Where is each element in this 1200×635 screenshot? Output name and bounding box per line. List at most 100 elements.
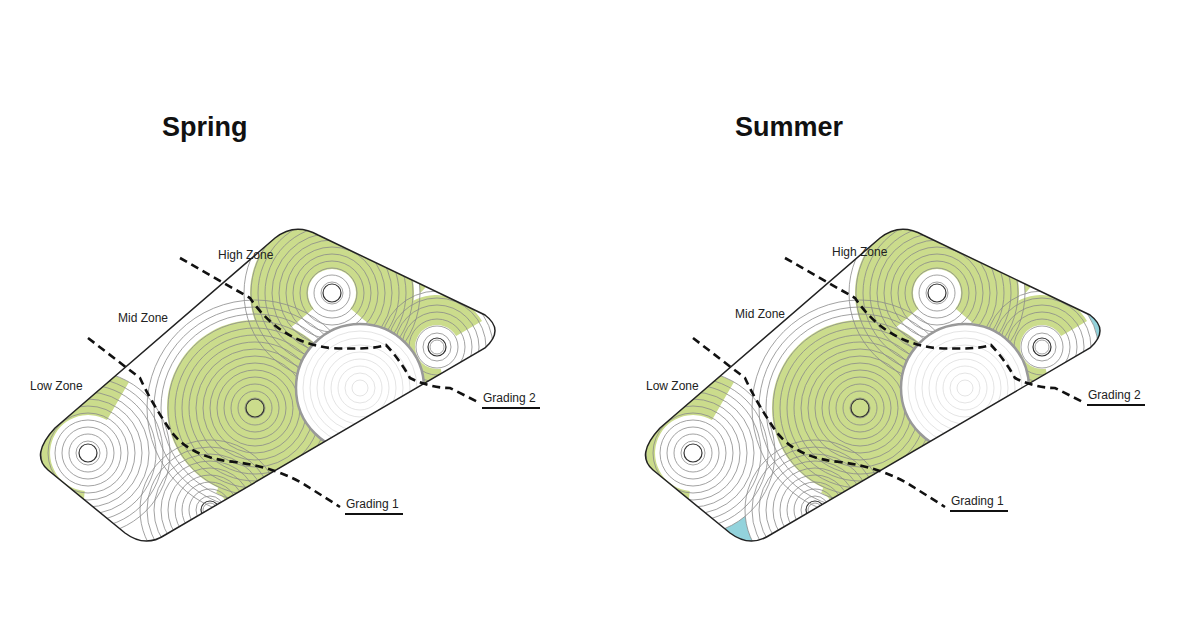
contour-peak — [246, 399, 264, 417]
contour-line — [929, 352, 1001, 424]
contour-line — [310, 338, 410, 438]
contour-line — [843, 391, 877, 425]
contour-line — [915, 338, 1015, 438]
contour-line — [217, 370, 293, 446]
contour-line — [293, 254, 371, 332]
contour-peak — [79, 444, 97, 462]
contour-line — [224, 377, 286, 439]
grading-label: Grading 1 — [950, 494, 1008, 512]
contour-line — [950, 373, 980, 403]
grading-label: Grading 2 — [482, 391, 540, 409]
contour-line — [210, 363, 300, 453]
contour-line — [231, 384, 279, 432]
contour-line — [822, 370, 898, 446]
contour-line — [1028, 333, 1056, 361]
contour-line — [674, 434, 712, 472]
grading-line — [693, 338, 945, 507]
contour-line — [801, 349, 919, 467]
contour-line — [6, 371, 170, 535]
contour-line — [794, 489, 836, 531]
panel-outline — [645, 229, 1100, 541]
plaza-circle — [901, 324, 1029, 452]
contour-line — [27, 392, 149, 514]
contour-line — [850, 398, 870, 418]
zone-label: Low Zone — [646, 379, 699, 393]
contour-line — [912, 268, 962, 318]
contour-line — [161, 461, 259, 559]
contour-line — [69, 434, 107, 472]
contour-line — [1035, 340, 1049, 354]
contour-line — [423, 333, 451, 361]
contour-line — [773, 468, 857, 552]
contour-line — [908, 331, 1022, 445]
contour-line — [317, 345, 403, 431]
contour-line — [303, 331, 417, 445]
grading-label: Grading 1 — [345, 497, 403, 515]
contour-group — [6, 205, 493, 580]
contour-line — [196, 496, 224, 524]
contour-line — [766, 461, 864, 559]
contour-line — [41, 406, 135, 500]
zone-label: High Zone — [832, 245, 887, 259]
planting-area — [611, 371, 734, 535]
season-title: Summer — [735, 112, 843, 143]
contour-line — [936, 359, 994, 417]
zone-label: High Zone — [218, 248, 273, 262]
planting-area — [6, 371, 129, 535]
contour-peak — [928, 284, 946, 302]
contour-line — [300, 261, 364, 325]
contour-line — [338, 366, 382, 410]
plaza-circle — [296, 324, 424, 452]
contour-line — [815, 363, 905, 453]
contour-line — [919, 275, 955, 311]
contour-line — [611, 371, 775, 535]
contour-line — [203, 356, 307, 460]
panel-outline — [40, 229, 495, 541]
contour-line — [632, 392, 754, 514]
contour-line — [639, 399, 747, 507]
contour-line — [324, 352, 396, 424]
contour-peak — [323, 284, 341, 302]
contour-line — [430, 340, 444, 354]
grading-line — [180, 258, 478, 402]
contour-line — [898, 254, 976, 332]
contour-peak — [806, 501, 824, 519]
contour-line — [196, 349, 314, 467]
grading-line — [88, 338, 340, 507]
contour-line — [646, 406, 740, 500]
contour-line — [154, 454, 266, 566]
contour-line — [62, 427, 114, 479]
contour-line — [245, 398, 265, 418]
contour-peak — [428, 338, 446, 356]
contour-line — [926, 282, 948, 304]
contour-line — [660, 420, 726, 486]
contour-line — [314, 275, 350, 311]
season-title: Spring — [162, 112, 248, 143]
contour-line — [76, 441, 100, 465]
contour-peak — [1033, 338, 1051, 356]
contour-line — [168, 468, 252, 552]
contour-line — [836, 384, 884, 432]
contour-peak — [851, 399, 869, 417]
contour-line — [957, 380, 973, 396]
grading-label: Grading 2 — [1087, 388, 1145, 406]
summer-panel — [611, 205, 1125, 580]
contour-line — [34, 399, 142, 507]
contour-line — [667, 427, 719, 479]
contour-line — [189, 489, 231, 531]
contour-peak — [684, 444, 702, 462]
contour-line — [681, 441, 705, 465]
contour-line — [321, 282, 343, 304]
contour-line — [352, 380, 368, 396]
zone-label: Mid Zone — [735, 307, 785, 321]
contour-peak — [201, 501, 219, 519]
contour-line — [653, 413, 733, 493]
contour-line — [345, 373, 375, 403]
contour-line — [905, 261, 969, 325]
contour-line — [331, 359, 389, 417]
zone-label: Low Zone — [30, 379, 83, 393]
contour-line — [416, 326, 458, 368]
grading-line — [785, 258, 1083, 402]
contour-line — [808, 356, 912, 460]
zone-label: Mid Zone — [118, 311, 168, 325]
